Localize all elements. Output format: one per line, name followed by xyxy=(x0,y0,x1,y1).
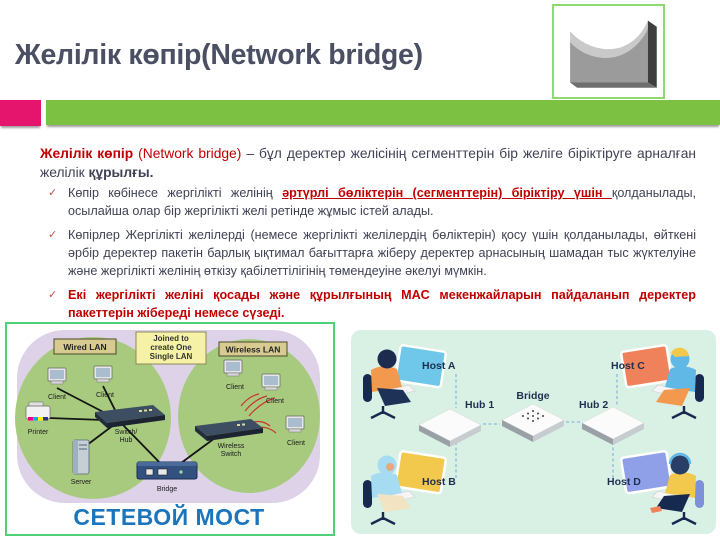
switch-hub-icon xyxy=(95,405,165,428)
wireless-lan-label: Wireless LAN xyxy=(218,341,288,357)
bullet-item-3: ✓ Екі жергілікті желіні қосады және құрыл… xyxy=(46,287,696,322)
svg-text:Single LAN: Single LAN xyxy=(150,352,193,361)
lan-bridge-diagram: Wired LAN Wireless LAN Joined to create … xyxy=(5,322,335,536)
switch-hub-label: Hub xyxy=(120,437,133,444)
bullet3-text: Екі жергілікті желіні қосады және құрылғ… xyxy=(68,288,696,320)
hub2-label: Hub 2 xyxy=(579,399,608,411)
server-label: Server xyxy=(71,479,92,486)
client-label: Client xyxy=(96,392,114,399)
bridge-label: Bridge xyxy=(157,486,177,493)
client-label: Client xyxy=(226,384,244,391)
page-title: Желілік көпір(Network bridge) xyxy=(15,39,423,72)
workstation-host-a xyxy=(363,344,447,420)
bullet-list: ✓ Көпір көбінесе жергілікті желінің әртүр… xyxy=(46,185,696,329)
intro-term: Желілік көпір xyxy=(40,145,139,161)
bridge-clipart-icon xyxy=(569,20,657,88)
bullet1-pre: Көпір көбінесе жергілікті желінің xyxy=(68,186,283,200)
svg-text:Joined to: Joined to xyxy=(153,334,189,343)
intro-body: – бұл деректер желісінің сегменттерін бі… xyxy=(40,145,697,181)
bridge-vent-dots xyxy=(522,410,544,422)
wired-lan-label: Wired LAN xyxy=(53,338,117,355)
bullet2-text: Көпірлер Жергілікті желілерді (немесе же… xyxy=(68,228,696,278)
bridge-clipart-frame xyxy=(552,4,665,99)
wireless-switch-icon xyxy=(195,419,263,441)
intro-term-en: (Network bridge) xyxy=(138,145,247,161)
hub1-label: Hub 1 xyxy=(465,399,494,411)
bridge-label: Bridge xyxy=(516,390,549,402)
workstation-host-d xyxy=(620,450,704,526)
client-label: Client xyxy=(266,398,284,405)
check-icon: ✓ xyxy=(48,289,58,302)
switch-hub-label: Switch/ xyxy=(115,429,138,436)
printer-label: Printer xyxy=(28,429,49,436)
svg-text:Wired LAN: Wired LAN xyxy=(63,342,106,352)
accent-bar-row xyxy=(0,100,720,128)
check-icon: ✓ xyxy=(48,229,58,242)
accent-green-bar xyxy=(46,100,720,125)
printer-icon xyxy=(25,401,51,421)
bullet1-highlight: әртүрлі бөліктерін (сегменттерін) бірікт… xyxy=(282,186,612,200)
accent-pink-block xyxy=(0,100,41,126)
svg-text:create One: create One xyxy=(150,343,192,352)
client-label: Client xyxy=(48,394,66,401)
bridge-device-icon xyxy=(136,461,198,480)
intro-paragraph: Желілік көпір (Network bridge) – бұл дер… xyxy=(40,144,696,183)
network-connectors xyxy=(455,374,618,478)
svg-text:Wireless LAN: Wireless LAN xyxy=(226,345,281,355)
server-icon xyxy=(72,439,90,475)
hosts-bridge-illustration: Host A Host B Host C Host D Hub 1 Bridge… xyxy=(349,328,718,540)
client-label: Client xyxy=(287,440,305,447)
intro-body-bold: құрылғы. xyxy=(88,165,154,181)
host-c-label: Host C xyxy=(611,360,645,372)
host-b-label: Host B xyxy=(422,476,456,488)
wireless-switch-label: Switch xyxy=(221,451,242,458)
host-d-label: Host D xyxy=(607,476,641,488)
workstation-host-c xyxy=(620,344,704,420)
wireless-switch-label: Wireless xyxy=(218,443,245,450)
bullet-item-2: ✓ Көпірлер Жергілікті желілерді (немесе ж… xyxy=(46,227,696,280)
bullet-item-1: ✓ Көпір көбінесе жергілікті желінің әртүр… xyxy=(46,185,696,220)
bullet1-post: қолданылады, осылайша олар бір жергілікт… xyxy=(68,186,697,218)
check-icon: ✓ xyxy=(48,187,58,199)
diagram-caption: СЕТЕВОЙ МОСТ xyxy=(73,503,264,530)
host-a-label: Host A xyxy=(422,360,456,372)
joined-lan-note: Joined to create One Single LAN xyxy=(135,331,207,365)
workstation-host-b xyxy=(363,450,447,526)
